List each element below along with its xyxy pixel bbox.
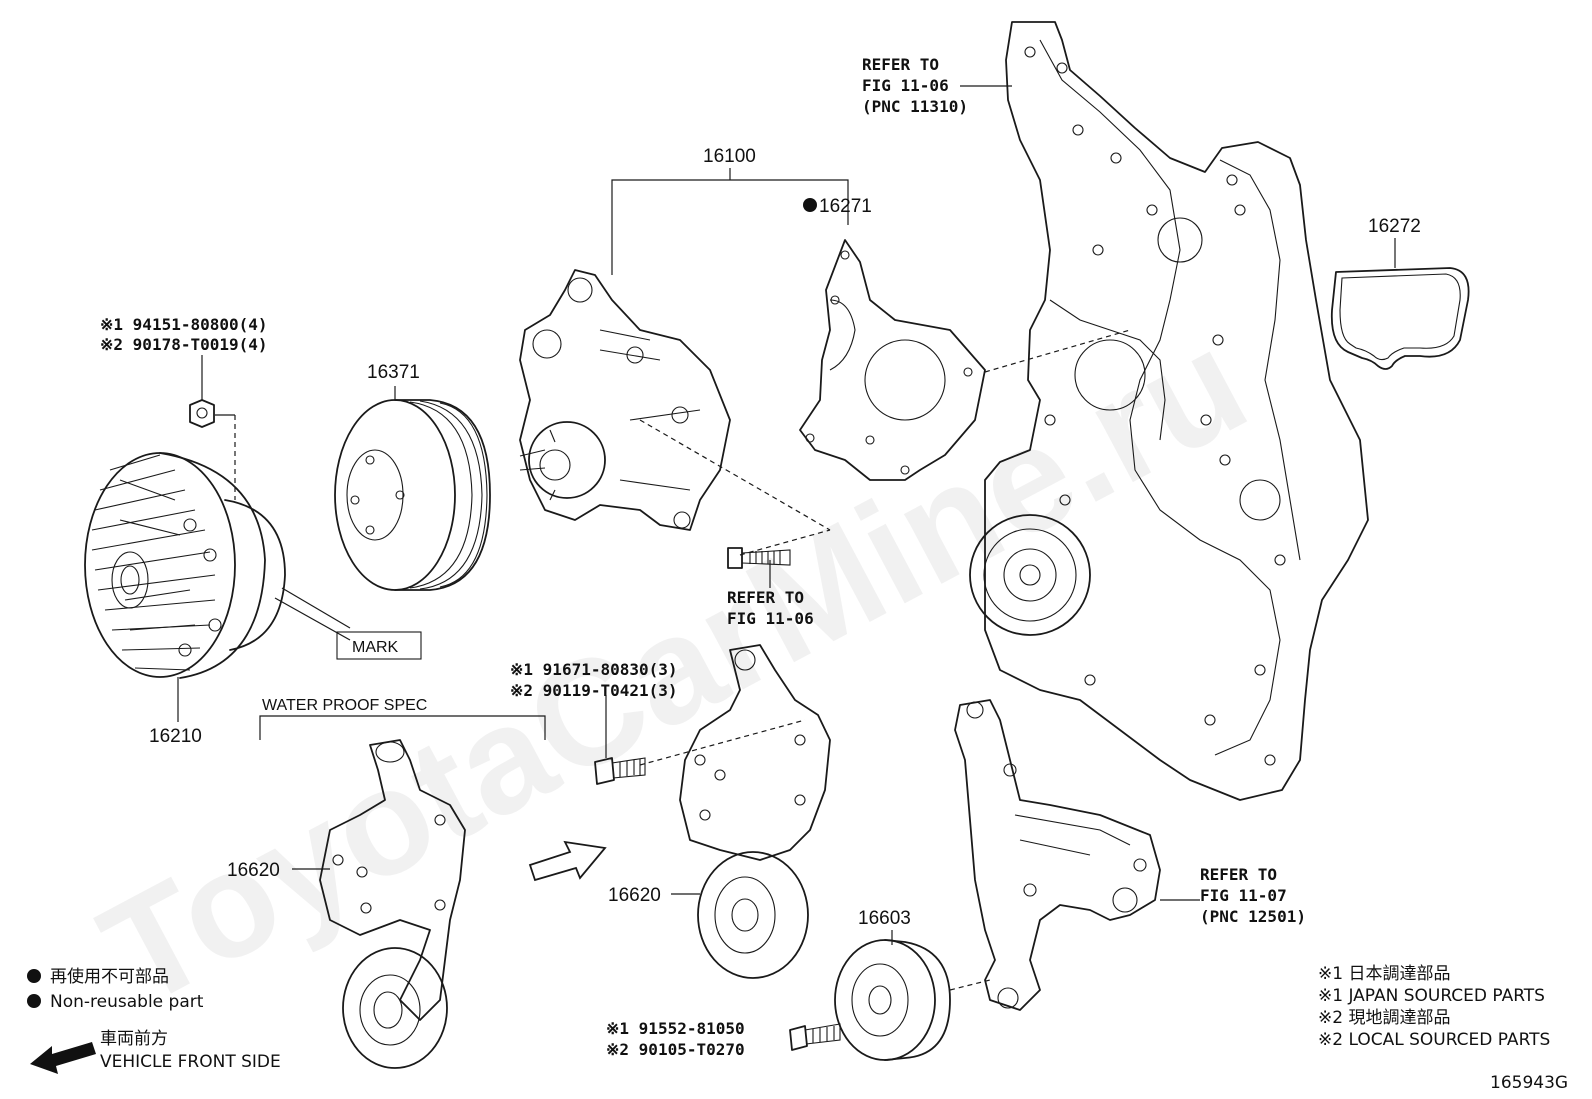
legend-front-en: VEHICLE FRONT SIDE — [100, 1052, 281, 1072]
mark-callout: MARK — [274, 587, 422, 660]
non-reusable-dot-icon-2 — [27, 994, 41, 1008]
legend-left: 再使用不可部品 Non-reusable part 車両前方 VEHICLE F… — [27, 966, 281, 1074]
legend-source1-jp: ※1 日本調達部品 — [1318, 964, 1450, 984]
legend-source2-en: ※2 LOCAL SOURCED PARTS — [1318, 1030, 1550, 1050]
fan-nut-part-2[interactable]: ※2 90178-T0019(4) — [100, 335, 268, 354]
water-proof-label: WATER PROOF SPEC — [262, 697, 427, 714]
part-number-16371[interactable]: 16371 — [367, 362, 420, 383]
legend-non-reuse-en: Non-reusable part — [50, 992, 204, 1012]
non-reusable-dot-icon — [27, 969, 41, 983]
pump-bolt-drawing — [727, 547, 791, 569]
timing-chain-cover-drawing — [969, 21, 1369, 801]
idler-bolt-drawing — [789, 1023, 841, 1051]
idler-bolt-part-1[interactable]: ※1 91552-81050 — [606, 1019, 745, 1038]
water-pump-16100-drawing — [519, 269, 831, 556]
part-number-16272[interactable]: 16272 — [1368, 216, 1421, 237]
tensioner-waterproof-drawing — [319, 739, 466, 1069]
diagram-code: 165943G — [1490, 1073, 1568, 1093]
part-number-16620[interactable]: 16620 — [608, 885, 661, 906]
refer-right-line3: (PNC 12501) — [1200, 907, 1306, 926]
gasket-16272-drawing — [1330, 267, 1470, 370]
part-number-16620-waterproof[interactable]: 16620 — [227, 860, 280, 881]
mark-label: MARK — [352, 639, 399, 656]
idler-bolt-part-2[interactable]: ※2 90105-T0270 — [606, 1040, 745, 1059]
refer-top-line1: REFER TO — [862, 55, 939, 74]
refer-right-line1: REFER TO — [1200, 865, 1277, 884]
leader-lines — [177, 85, 1396, 945]
fan-clutch-16210-drawing — [84, 414, 286, 679]
non-reusable-dot-16271 — [803, 198, 817, 212]
fan-nut-part-1[interactable]: ※1 94151-80800(4) — [100, 315, 268, 334]
fan-pulley-16371-drawing — [334, 399, 491, 591]
replacement-arrow — [528, 840, 607, 882]
refer-top-line3: (PNC 11310) — [862, 97, 968, 116]
part-number-16210[interactable]: 16210 — [149, 726, 202, 747]
fan-nut-drawing — [189, 355, 215, 428]
refer-right-line2[interactable]: FIG 11-07 — [1200, 886, 1287, 905]
tensioner-bolt-part-2[interactable]: ※2 90119-T0421(3) — [510, 681, 678, 700]
legend-front-jp: 車両前方 — [100, 1029, 168, 1049]
mark-box — [336, 631, 422, 660]
idler-pulley-16603-drawing — [834, 939, 991, 1061]
legend-non-reuse-jp: 再使用不可部品 — [50, 966, 169, 987]
refer-top-line2[interactable]: FIG 11-06 — [862, 76, 949, 95]
vehicle-front-arrow-icon — [30, 1042, 96, 1074]
refer-mid-line1: REFER TO — [727, 588, 804, 607]
part-number-16100[interactable]: 16100 — [703, 146, 756, 167]
legend-right: ※1 日本調達部品 ※1 JAPAN SOURCED PARTS ※2 現地調達… — [1318, 964, 1550, 1050]
part-number-16271[interactable]: 16271 — [819, 196, 872, 217]
gasket-16271-drawing — [799, 239, 1131, 481]
refer-mid-line2[interactable]: FIG 11-06 — [727, 609, 814, 628]
tensioner-16620-drawing — [639, 644, 831, 979]
water-proof-bracket: WATER PROOF SPEC — [259, 697, 546, 740]
part-number-16603[interactable]: 16603 — [858, 908, 911, 929]
legend-source1-en: ※1 JAPAN SOURCED PARTS — [1318, 986, 1545, 1006]
tensioner-bolt-part-1[interactable]: ※1 91671-80830(3) — [510, 660, 678, 679]
legend-source2-jp: ※2 現地調達部品 — [1318, 1008, 1450, 1028]
tensioner-bolt-drawing — [594, 695, 646, 785]
alternator-bracket-drawing — [954, 699, 1161, 1011]
